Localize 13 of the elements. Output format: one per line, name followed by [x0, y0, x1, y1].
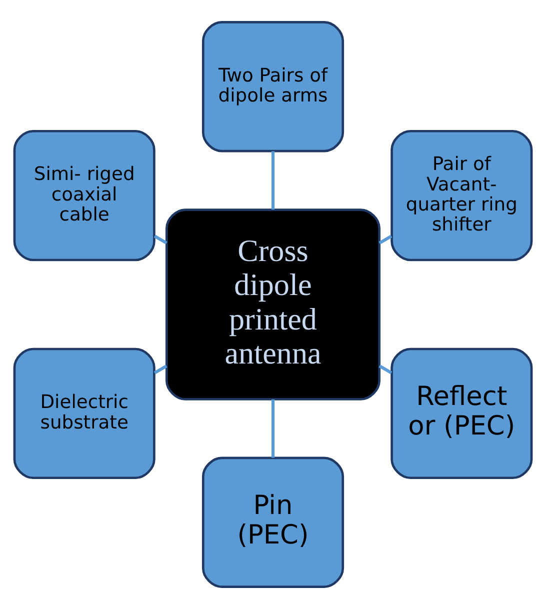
node-box: Cross dipole printed antenna — [165, 208, 381, 400]
connector — [271, 398, 275, 458]
connector — [378, 364, 392, 374]
node-box: Pair of Vacant- quarter ring shifter — [390, 129, 533, 261]
node-box: Simi- riged coaxial cable — [13, 129, 156, 261]
node-box: Reflect or (PEC) — [390, 347, 533, 479]
connector — [154, 364, 168, 374]
connector — [154, 234, 168, 244]
node-box: Pin (PEC) — [202, 456, 344, 588]
node-box: Two Pairs of dipole arms — [202, 20, 344, 152]
connector — [271, 150, 275, 210]
connector — [378, 234, 392, 244]
node-box: Dielectric substrate — [13, 347, 156, 479]
